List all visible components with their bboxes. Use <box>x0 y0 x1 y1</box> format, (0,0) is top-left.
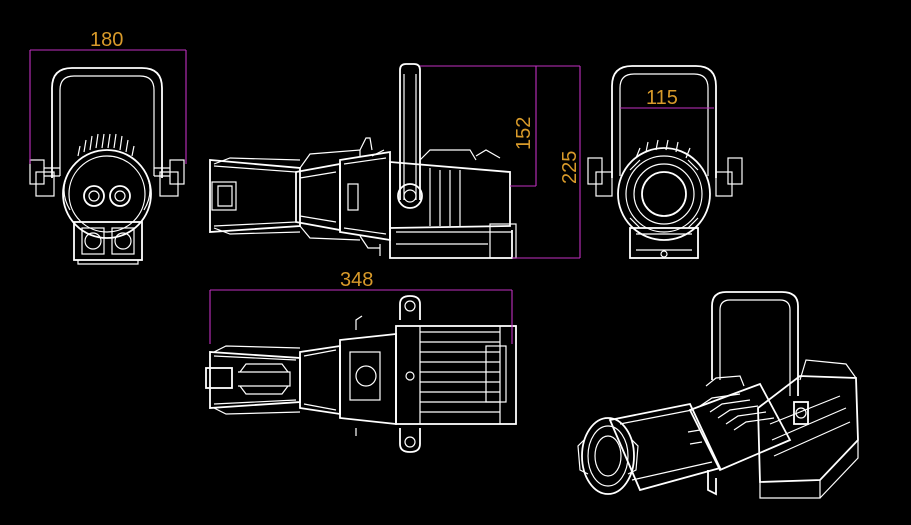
rear-view <box>29 67 185 265</box>
dimension-heights: 152 225 <box>420 65 581 259</box>
length-label: 348 <box>340 269 373 291</box>
top-view <box>205 295 517 453</box>
lens-diameter-label: 115 <box>646 87 678 109</box>
dimension-front-width: 180 <box>29 29 187 164</box>
isometric-view <box>577 291 859 499</box>
dimension-length: 348 <box>209 269 513 344</box>
side-view <box>209 63 517 259</box>
total-height-label: 225 <box>559 151 581 184</box>
front-width-label: 180 <box>90 29 123 51</box>
yoke-height-label: 152 <box>513 117 535 150</box>
dimension-lens: 115 <box>620 87 714 109</box>
front-view <box>587 65 743 259</box>
